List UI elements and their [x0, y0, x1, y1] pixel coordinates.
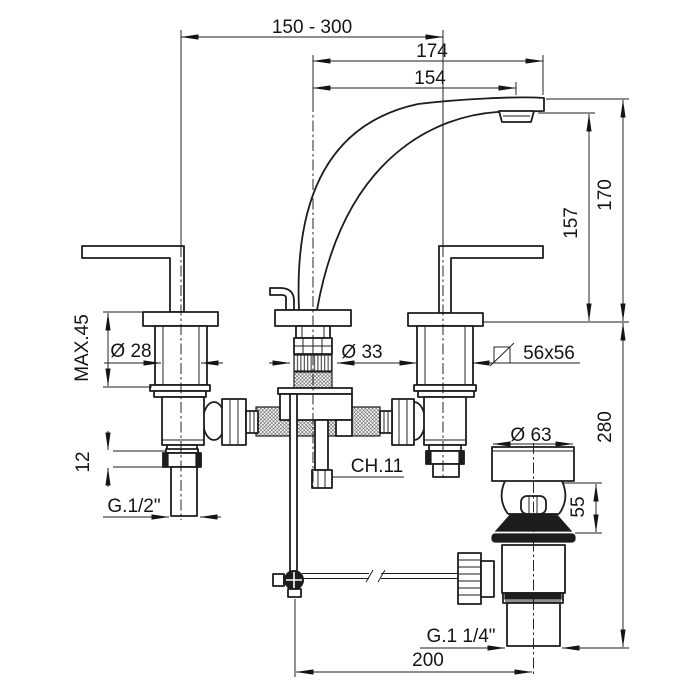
dim-label-154: 154 [414, 68, 446, 89]
right-lock-nut [425, 450, 465, 465]
aerator [498, 110, 535, 123]
right-escutcheon [407, 312, 484, 327]
left-handle-valve [81, 245, 259, 517]
dim-label-55: 55 [568, 496, 589, 517]
pop-up-knob [269, 287, 295, 311]
left-escutcheon [142, 311, 219, 327]
dim-label-ch11: CH.11 [351, 456, 403, 477]
dim-label-dia63: Ø 63 [510, 425, 551, 446]
dim-label-12: 12 [73, 451, 94, 472]
dim-label-span: 150 - 300 [272, 17, 352, 38]
right-valve-body [423, 396, 467, 446]
pop-up-rod [289, 393, 298, 573]
dim-label-174: 174 [416, 41, 448, 62]
rod-coupler [457, 552, 482, 605]
spout [297, 96, 545, 311]
dim-label-dia33: Ø 33 [341, 342, 382, 363]
left-lock-nut [162, 452, 202, 468]
dim-label-157: 157 [561, 207, 582, 239]
faucet-assembly [81, 96, 576, 647]
dim-label-dia28: Ø 28 [110, 341, 151, 362]
dim-label-g12: G.1/2" [107, 496, 160, 517]
dim-label-280: 280 [595, 411, 616, 443]
left-valve-body [161, 396, 205, 446]
centerlines [180, 101, 534, 677]
square-section-icon [489, 342, 515, 367]
dim-label-g114: G.1 1/4" [426, 626, 495, 647]
drain-linkage [272, 569, 458, 598]
right-lever-handle [438, 245, 544, 314]
dim-label-max45: MAX.45 [72, 314, 93, 382]
dimension-annotations: 150 - 300 174 154 170 157 280 MAX.45 Ø 2… [72, 17, 629, 677]
dim-label-56x56: 56x56 [523, 343, 575, 364]
right-hose-nut [391, 398, 415, 446]
dim-label-170: 170 [595, 179, 616, 211]
right-tailpiece [432, 463, 460, 478]
hex-fitting [311, 469, 333, 489]
waste-cap [491, 446, 575, 482]
left-lever-handle [81, 245, 185, 313]
pop-up-waste [457, 446, 576, 647]
horizontal-rod [302, 573, 458, 579]
left-tailpiece [170, 466, 198, 517]
right-shank [416, 325, 474, 386]
dim-label-200: 200 [412, 650, 444, 671]
left-hose-nut [221, 398, 247, 446]
right-handle-valve [379, 245, 544, 478]
